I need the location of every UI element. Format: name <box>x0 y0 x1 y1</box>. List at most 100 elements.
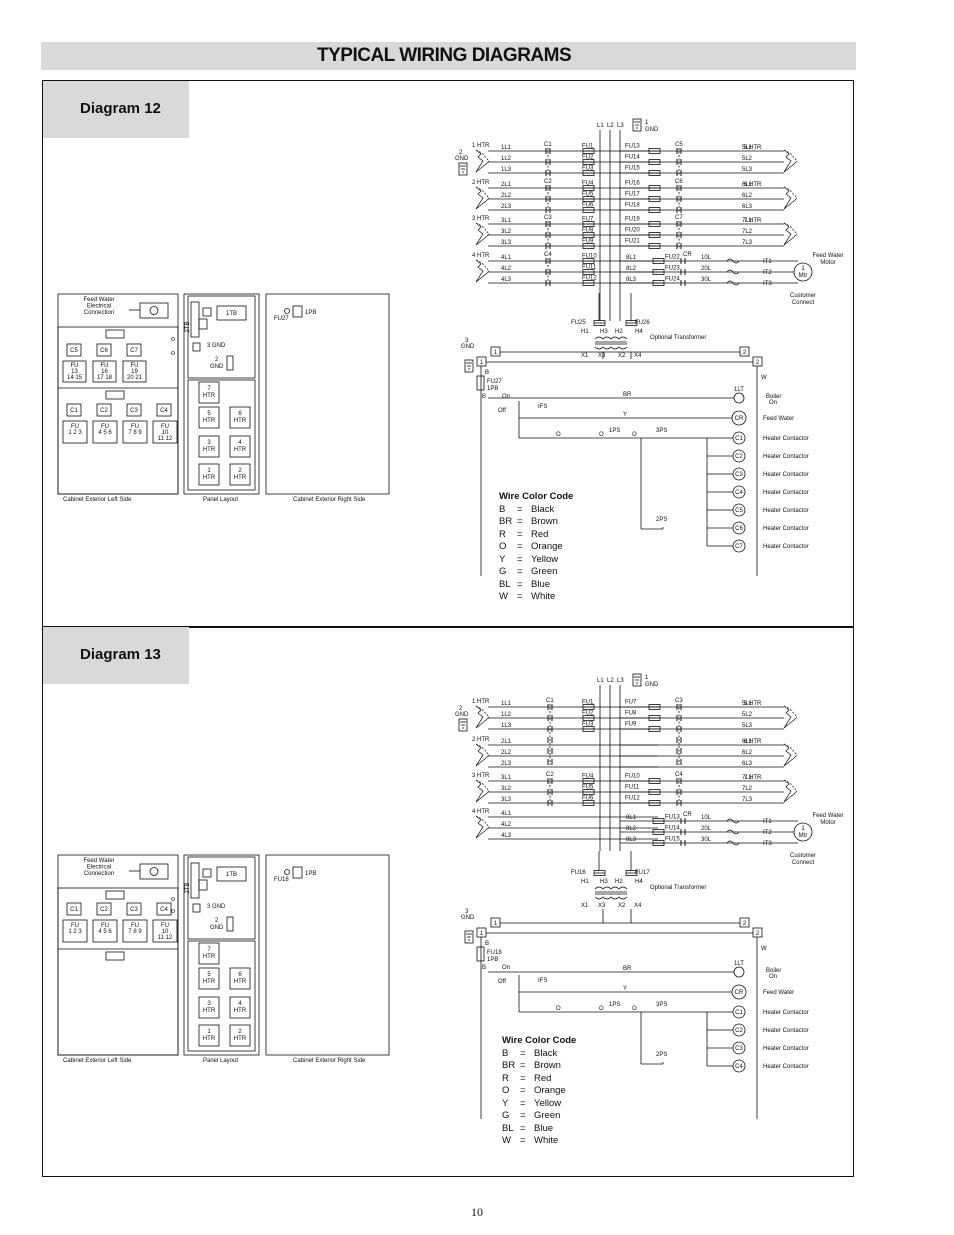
panel-layout-label: Panel Layout <box>203 1058 238 1064</box>
wire-label: B <box>482 965 486 971</box>
contactor-box <box>156 403 172 417</box>
terminal-block-1tb <box>216 305 247 321</box>
terminal-label: 2 <box>743 350 747 356</box>
contactor-coil <box>732 503 746 517</box>
heater-element-box <box>198 996 220 1019</box>
coil-label: C3 <box>735 472 743 478</box>
fuse-label: FU15 <box>665 837 680 843</box>
coil-label: C4 <box>735 490 743 496</box>
gnd-label: GND <box>210 364 224 370</box>
motor-number: 1 <box>801 826 805 832</box>
feed-water-connection-label: Electrical <box>87 865 111 871</box>
lead-label: 4L1 <box>501 255 512 261</box>
screw <box>171 909 175 913</box>
customer-connect-label: Connect <box>792 860 815 866</box>
tap-label: X3 <box>598 903 606 909</box>
fuse-label: FU12 <box>582 276 597 282</box>
heater-contactor-label: Heater Contactor <box>763 544 809 550</box>
legend-item: G=Green <box>502 1110 561 1121</box>
transformer-primary <box>594 336 628 340</box>
fuse-block-label: FU <box>131 923 139 929</box>
overload-heater <box>726 258 740 264</box>
wire-label: W <box>761 375 767 381</box>
ifs-label: IFS <box>538 404 547 410</box>
heater-element <box>783 779 792 803</box>
boiler-on-label: Boiler <box>766 968 781 974</box>
boiler-on-label: Boiler <box>766 394 781 400</box>
diagram-13-label: Diagram 13 <box>43 627 189 684</box>
fuse-label: FU27 <box>487 379 502 385</box>
heater-label: 4 HTR <box>472 253 490 259</box>
lead-label: 7L1 <box>742 775 753 781</box>
heater-label: HTR <box>203 475 216 481</box>
tap-label: H3 <box>600 879 608 885</box>
motor-lead-label: 10L <box>701 815 712 821</box>
diagram-12-label: Diagram 12 <box>43 81 189 138</box>
contactor-label: C4 <box>675 772 683 778</box>
motor-label: Mtr <box>799 273 808 279</box>
ground-lug <box>226 916 234 932</box>
lead-label: 4L3 <box>501 833 512 839</box>
heater-element <box>783 790 798 803</box>
fuse-label: FU13 <box>665 815 680 821</box>
terminal-label: 1 <box>480 360 484 366</box>
switch-off-label: Off <box>498 979 506 985</box>
fuse-block-label: 13 <box>71 369 78 375</box>
contactor-box <box>96 343 112 357</box>
lead-label: 4L1 <box>501 811 512 817</box>
it-label: IT1 <box>763 819 772 825</box>
lead-label: 7L3 <box>742 797 753 803</box>
gnd-label: GND <box>455 712 469 718</box>
motor-feed-label: 8L3 <box>626 837 637 843</box>
coil-label: C3 <box>735 1046 743 1052</box>
contactor-box <box>156 902 172 916</box>
screw <box>171 337 175 341</box>
contactor-box <box>126 403 142 417</box>
terminal-block-2tb <box>190 301 200 338</box>
heater-contactor-label: Heater Contactor <box>763 472 809 478</box>
legend-item: W=White <box>499 591 556 602</box>
lead-label: 2L2 <box>501 750 512 756</box>
contactor-label: C3 <box>130 907 138 913</box>
it-label: IT3 <box>763 281 772 287</box>
coil-label: C1 <box>735 436 743 442</box>
terminal-2 <box>739 346 750 357</box>
fuse-label: FU5 <box>582 192 594 198</box>
heater-label: 6 HTR <box>744 739 762 745</box>
heater-element <box>475 149 484 173</box>
contactor-box <box>66 902 82 916</box>
motor-lead-label: 20L <box>701 826 712 832</box>
heater-contactor-label: Heater Contactor <box>763 1046 809 1052</box>
fuse-block-label: 7 8 9 <box>128 929 142 935</box>
heater-number: 4 <box>238 1001 242 1007</box>
motor-lead-label: 30L <box>701 837 712 843</box>
line-label-l2: L2 <box>607 678 614 684</box>
cabinet-left-label: Cabinet Exterior Left Side <box>63 1058 132 1064</box>
switch-label: 1PS <box>609 428 620 434</box>
fuse-block-label: 11 12 <box>158 935 173 941</box>
transformer-secondary <box>594 896 628 900</box>
contactor-label: C1 <box>546 698 554 704</box>
contactor-box <box>96 902 112 916</box>
heater-label: HTR <box>203 1036 216 1042</box>
feed-water-motor-label: Motor <box>820 820 835 826</box>
fuse-label: FU25 <box>571 320 586 326</box>
coil-label: C4 <box>735 1064 743 1070</box>
heater-element-box <box>229 967 251 990</box>
gnd-label: GND <box>455 156 469 162</box>
fuse-fu18 <box>476 946 485 962</box>
page-title: TYPICAL WIRING DIAGRAMS <box>317 45 572 66</box>
fuse-block-label: FU <box>101 424 109 430</box>
overload-heater <box>726 280 740 286</box>
fuse-label: FU18 <box>487 950 502 956</box>
fuse-block-label: 19 <box>131 369 138 375</box>
tap-label: H1 <box>581 879 589 885</box>
heater-label: 3 HTR <box>472 773 490 779</box>
pb-label: 1PB <box>305 871 316 877</box>
contactor-label: C7 <box>675 215 683 221</box>
heater-element-box <box>198 1024 220 1047</box>
feed-water-connector <box>149 306 159 315</box>
heater-number: 5 <box>207 972 211 978</box>
contactor-coil <box>732 1005 746 1019</box>
